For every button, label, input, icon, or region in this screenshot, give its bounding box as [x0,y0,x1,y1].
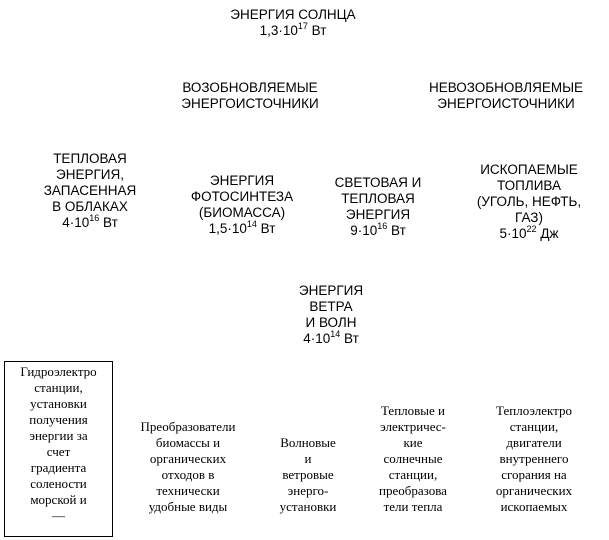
source-light-heat-line-3: ЭНЕРГИЯ [345,207,411,222]
tech-hydro-line-6: счет [46,444,71,459]
tech-hydro-line-4: получения [29,412,88,427]
tech-solar-thermal-line-6: преобразова [379,483,447,498]
source-photosynthesis-line-2: ФОТОСИНТЕЗА [190,189,294,204]
source-photosynthesis-line-1: ЭНЕРГИЯ [209,173,275,188]
tech-thermal-power-line-4: внутреннего [499,451,569,466]
tech-thermal-power-line-3: двигатели [506,435,562,450]
renewable-category: ВОЗОБНОВЛЯЕМЫЕ ЭНЕРГОИСТОЧНИКИ [160,80,340,112]
tech-hydro-line-8: солености [30,476,87,491]
tech-wave-wind: Волновые и ветровые энерго- установки [262,435,354,515]
source-wind-waves-line-2: ВЕТРА [309,299,353,314]
renewable-line-2: ЭНЕРГОИСТОЧНИКИ [181,96,319,111]
source-clouds: ТЕПЛОВАЯ ЭНЕРГИЯ, ЗАПАСЕННАЯ В ОБЛАКАХ 4… [20,151,160,231]
source-clouds-line-1: ТЕПЛОВАЯ [53,151,127,166]
source-wind-waves-line-3: И ВОЛН [305,315,357,330]
tech-solar-thermal-line-1: Тепловые и [380,403,445,418]
source-photosynthesis-line-3: (БИОМАССА) [198,205,286,220]
tech-solar-thermal-line-4: солнечные [383,451,443,466]
tech-wave-wind-line-5: установки [279,499,337,514]
tech-wave-wind-line-1: Волновые [280,435,336,450]
tech-biomass-line-1: Преобразователи [140,419,236,434]
tech-solar-thermal-line-7: тели тепла [383,499,443,514]
source-fossil: ИСКОПАЕМЫЕ ТОПЛИВА (УГОЛЬ, НЕФТЬ, ГАЗ) 5… [454,162,604,242]
tech-solar-thermal-line-5: станции, [388,467,438,482]
tech-biomass: Преобразователи биомассы и органических … [124,419,252,515]
source-light-heat: СВЕТОВАЯ И ТЕПЛОВАЯ ЭНЕРГИЯ 9·1016 Вт [316,175,440,239]
tech-thermal-power: Теплоэлектро станции, двигатели внутренн… [474,403,594,515]
nonrenewable-line-1: НЕВОЗОБНОВЛЯЕМЫЕ [428,80,584,95]
source-clouds-line-2: ЭНЕРГИЯ, [56,167,124,182]
source-wind-waves-value: 4·1014 Вт [303,328,359,346]
source-clouds-line-4: В ОБЛАКАХ [52,199,128,214]
tech-biomass-line-5: технически [156,483,220,498]
sun-title: ЭНЕРГИЯ СОЛНЦА [230,7,356,22]
tech-thermal-power-line-2: станции, [509,419,559,434]
tech-hydro-line-3: установки [30,396,87,411]
renewable-line-1: ВОЗОБНОВЛЯЕМЫЕ [182,80,318,95]
tech-biomass-line-6: удобные виды [148,499,228,514]
tech-wave-wind-line-3: ветровые [282,467,334,482]
tech-thermal-power-line-7: ископаемых [500,499,568,514]
source-fossil-line-1: ИСКОПАЕМЫЕ [480,162,578,177]
source-photosynthesis: ЭНЕРГИЯ ФОТОСИНТЕЗА (БИОМАССА) 1,5·1014 … [168,173,316,237]
tech-thermal-power-line-1: Теплоэлектро [496,403,572,418]
source-light-heat-line-1: СВЕТОВАЯ И [334,175,422,190]
sun-value: 1,3·1017 Вт [259,20,327,38]
tech-solar-thermal-line-2: электричес- [380,419,446,434]
source-light-heat-line-2: ТЕПЛОВАЯ [341,191,415,206]
source-fossil-line-2: ТОПЛИВА [497,178,561,193]
tech-thermal-power-line-6: органических [495,483,573,498]
tech-hydro-line-7: градиента [30,460,87,475]
tech-wave-wind-line-2: и [304,451,312,466]
source-photosynthesis-value: 1,5·1014 Вт [208,218,276,236]
source-fossil-value: 5·1022 Дж [499,223,559,241]
tech-thermal-power-line-5: сгорания на [501,467,567,482]
tech-biomass-line-3: органических [149,451,227,466]
source-clouds-line-3: ЗАПАСЕННАЯ [43,183,137,198]
tech-hydro-box: Гидроэлектро станции, установки получени… [4,361,113,537]
tech-hydro-line-10: — [52,508,65,523]
tech-biomass-line-4: отходов в [161,467,215,482]
source-clouds-value: 4·1016 Вт [62,212,118,230]
tech-hydro-line-5: энергии за [29,428,88,443]
source-fossil-line-3: (УГОЛЬ, НЕФТЬ, [476,194,582,209]
sun-energy-node: ЭНЕРГИЯ СОЛНЦА 1,3·1017 Вт [200,7,386,39]
source-light-heat-value: 9·1016 Вт [350,220,406,238]
source-wind-waves-line-1: ЭНЕРГИЯ [298,283,364,298]
nonrenewable-line-2: ЭНЕРГОИСТОЧНИКИ [437,96,575,111]
source-fossil-line-4: ГАЗ) [515,210,543,225]
nonrenewable-category: НЕВОЗОБНОВЛЯЕМЫЕ ЭНЕРГОИСТОЧНИКИ [408,80,604,112]
tech-hydro-line-2: станции, [34,380,83,395]
tech-biomass-line-2: биомассы и [155,435,221,450]
tech-hydro-line-1: Гидроэлектро [20,364,97,379]
tech-wave-wind-line-4: энерго- [287,483,329,498]
tech-hydro-line-9: морской и [30,492,87,507]
tech-solar-thermal: Тепловые и электричес- кие солнечные ста… [360,403,466,515]
source-wind-waves: ЭНЕРГИЯ ВЕТРА И ВОЛН 4·1014 Вт [276,283,386,347]
tech-solar-thermal-line-3: кие [403,435,423,450]
